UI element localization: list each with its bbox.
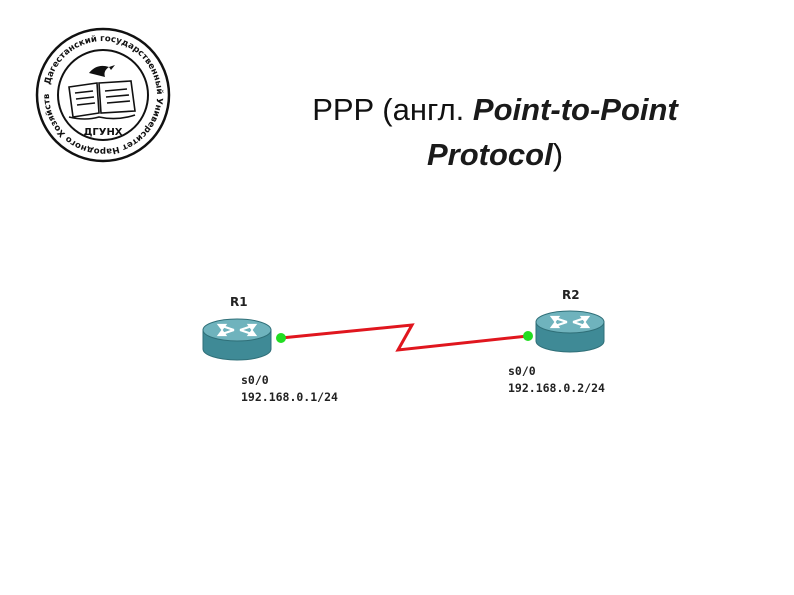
serial-link [280,323,529,352]
logo-abbrev: ДГУНХ [83,127,122,138]
title-prefix: PPP (англ. [312,92,465,127]
university-logo: Дагестанский государственный Университет… [33,25,171,163]
title-emphasis-1: Point-to-Point [472,92,678,127]
title-line-1: PPP (англ. Point-to-Point [230,88,760,133]
r1-interface-name: s0/0 [241,373,269,387]
r1-interface-address: 192.168.0.1/24 [241,390,338,404]
slide-title: PPP (англ. Point-to-Point Protocol) [230,88,760,178]
bird-icon [89,65,115,77]
r2-interface-name: s0/0 [508,364,536,378]
r1-port-dot [276,333,286,343]
title-emphasis-2: Protocol [426,136,553,172]
r2-port-dot [523,331,533,341]
title-suffix: ) [552,136,564,172]
router-r1-icon [202,318,272,361]
router-r1-label: R1 [230,295,248,309]
router-r2-icon [535,310,605,353]
r1-interface-info: s0/0 192.168.0.1/24 [241,372,338,406]
book-icon [68,80,136,120]
r2-interface-info: s0/0 192.168.0.2/24 [508,363,605,397]
title-line-2: Protocol) [230,133,760,178]
router-r2-label: R2 [562,288,580,302]
r2-interface-address: 192.168.0.2/24 [508,381,605,395]
